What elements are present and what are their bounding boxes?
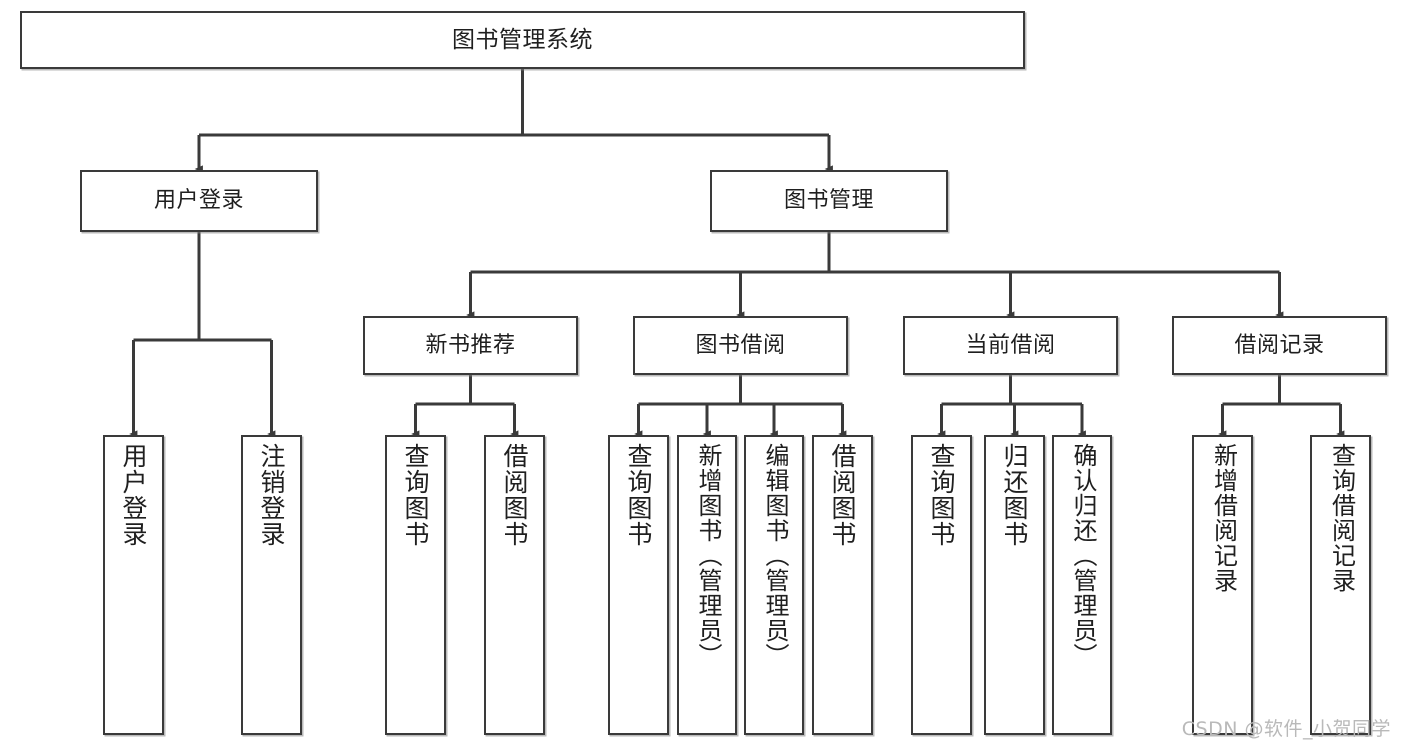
edge-paths (129, 69, 1345, 438)
node-user-login[interactable]: 用户登录 (80, 170, 318, 232)
node-label: 图书管理 (783, 188, 874, 214)
node-leaf-add-record[interactable]: 新增借阅记录 (1192, 435, 1253, 735)
node-label: 用户登录 (119, 443, 148, 547)
node-label: 当前借阅 (965, 332, 1056, 358)
node-label: 借阅记录 (1234, 332, 1325, 358)
node-label: 图书管理系统 (452, 26, 593, 53)
node-book-borrow[interactable]: 图书借阅 (633, 316, 848, 375)
node-label: 图书借阅 (695, 332, 786, 358)
node-leaf-confirm-return[interactable]: 确认归还（管理员） (1052, 435, 1112, 735)
node-label: 新增图书（管理员） (693, 443, 722, 668)
node-label: 查询借阅记录 (1327, 443, 1356, 593)
node-new-book-rec[interactable]: 新书推荐 (363, 316, 578, 375)
node-label: 查询图书 (624, 443, 653, 547)
node-leaf-return-book[interactable]: 归还图书 (984, 435, 1045, 735)
node-leaf-borrow-book-1[interactable]: 借阅图书 (484, 435, 545, 735)
node-label: 查询图书 (401, 443, 430, 547)
node-root[interactable]: 图书管理系统 (20, 11, 1025, 69)
node-leaf-add-book[interactable]: 新增图书（管理员） (677, 435, 737, 735)
node-leaf-query-book-2[interactable]: 查询图书 (608, 435, 669, 735)
node-leaf-user-logout[interactable]: 注销登录 (241, 435, 302, 735)
node-leaf-borrow-book-2[interactable]: 借阅图书 (812, 435, 873, 735)
node-borrow-record[interactable]: 借阅记录 (1172, 316, 1387, 375)
node-label: 编辑图书（管理员） (760, 443, 789, 668)
node-leaf-user-login[interactable]: 用户登录 (103, 435, 164, 735)
node-label: 借阅图书 (828, 443, 857, 547)
node-label: 确认归还（管理员） (1068, 443, 1097, 668)
node-book-manage[interactable]: 图书管理 (710, 170, 948, 232)
node-label: 借阅图书 (500, 443, 529, 547)
node-leaf-query-record[interactable]: 查询借阅记录 (1310, 435, 1371, 735)
node-label: 新增借阅记录 (1209, 443, 1238, 593)
node-current-borrow[interactable]: 当前借阅 (903, 316, 1118, 375)
node-label: 用户登录 (153, 188, 244, 214)
node-leaf-edit-book[interactable]: 编辑图书（管理员） (744, 435, 804, 735)
node-label: 查询图书 (927, 443, 956, 547)
node-leaf-query-book-3[interactable]: 查询图书 (911, 435, 972, 735)
node-label: 归还图书 (1000, 443, 1029, 547)
node-label: 注销登录 (257, 443, 286, 547)
node-leaf-query-book-1[interactable]: 查询图书 (385, 435, 446, 735)
node-label: 新书推荐 (425, 332, 516, 358)
